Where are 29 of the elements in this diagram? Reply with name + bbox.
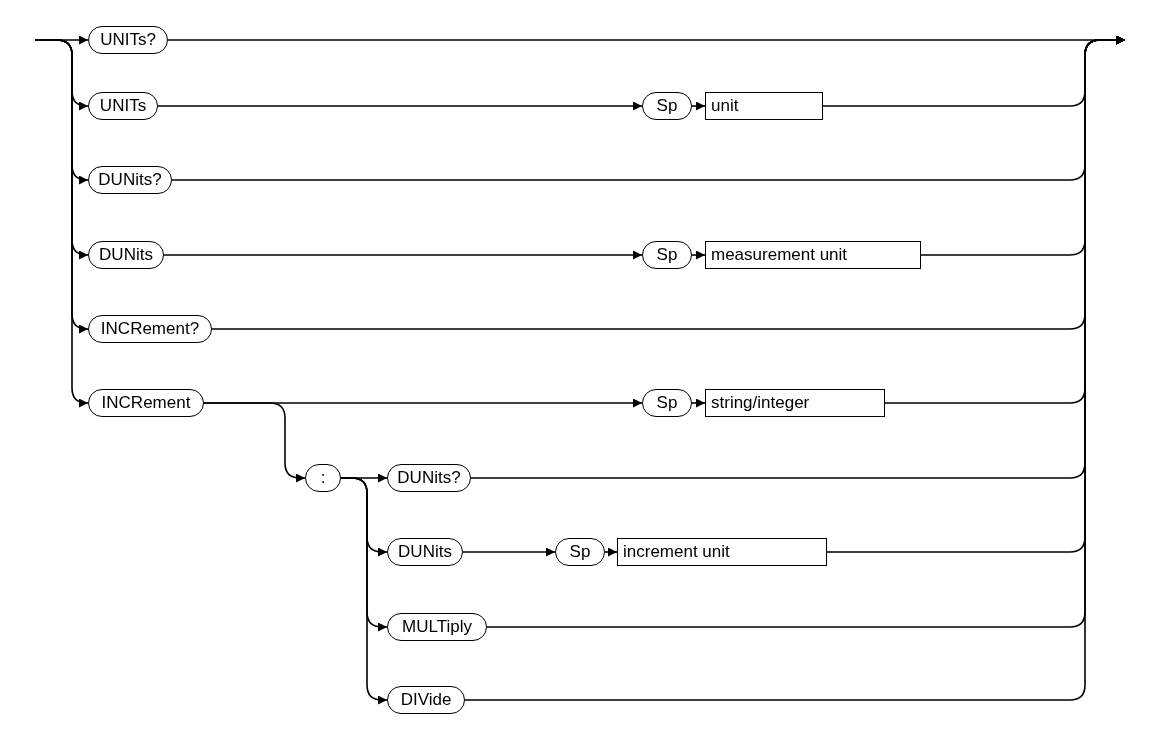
syntax-keyword: Sp <box>642 92 692 120</box>
syntax-keyword: DIVide <box>387 686 465 714</box>
syntax-keyword: DUNits <box>387 538 463 566</box>
arrow <box>691 398 706 408</box>
syntax-keyword: INCRement <box>88 389 204 417</box>
arrow <box>34 39 89 408</box>
parameter-box: string/integer <box>705 389 885 417</box>
arrow <box>691 101 706 111</box>
syntax-keyword: MULTiply <box>387 613 487 641</box>
syntax-keyword: Sp <box>642 389 692 417</box>
parameter-box: unit <box>705 92 823 120</box>
syntax-keyword: Sp <box>642 241 692 269</box>
syntax-keyword: DUNits <box>88 241 164 269</box>
arrow <box>604 547 618 557</box>
arrow <box>163 250 643 260</box>
syntax-keyword: DUNits? <box>88 166 172 194</box>
parameter-box: measurement unit <box>705 241 921 269</box>
syntax-keyword: UNITs? <box>88 26 168 54</box>
syntax-keyword: INCRement? <box>88 315 212 343</box>
syntax-keyword: Sp <box>555 538 605 566</box>
syntax-keyword: UNITs <box>88 92 158 120</box>
syntax-keyword: : <box>305 464 341 492</box>
arrow <box>157 101 643 111</box>
arrow <box>203 402 306 483</box>
arrow <box>340 477 388 705</box>
syntax-keyword: DUNits? <box>387 464 471 492</box>
arrow <box>462 547 556 557</box>
parameter-box: increment unit <box>617 538 827 566</box>
arrow <box>691 250 706 260</box>
